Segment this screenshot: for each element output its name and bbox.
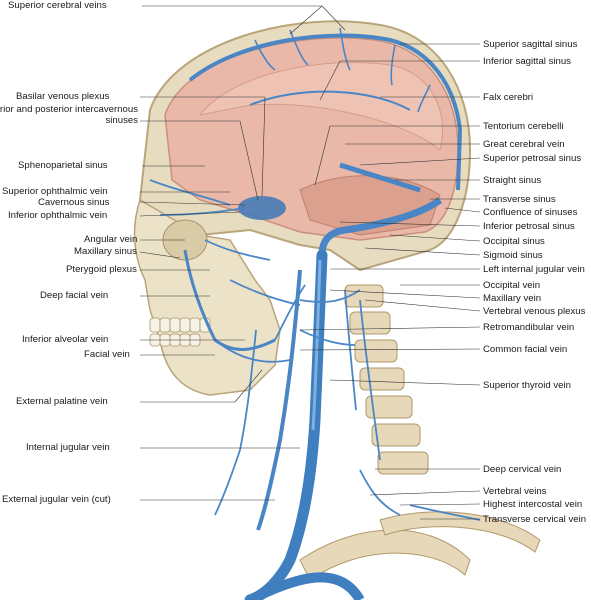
internal-jugular-highlight	[311, 259, 322, 431]
inferior-sagittal-sinus	[249, 90, 411, 111]
label-maxillary-vein: Maxillary vein	[483, 293, 542, 304]
label-superior-sagittal-sinus: Superior sagittal sinus	[483, 39, 578, 50]
cavernous-sinus-plexus	[238, 196, 286, 220]
upper-rib	[379, 511, 541, 553]
label-left-internal-jugular-vein: Left internal jugular vein	[483, 264, 585, 275]
label-vertebral-veins: Vertebral veins	[483, 486, 547, 497]
label-intercavernous-sinuses: Anterior and posterior intercavernous si…	[0, 104, 138, 126]
label-pterygoid-plexus: Pterygoid plexus	[66, 264, 137, 275]
clavicle-rib	[299, 529, 471, 581]
label-external-palatine-vein: External palatine vein	[16, 396, 108, 407]
transverse-sinus	[318, 197, 443, 256]
leader-lines	[139, 5, 481, 520]
label-sphenoparietal-sinus: Sphenoparietal sinus	[18, 160, 108, 171]
label-external-jugular-vein-cut: External jugular vein (cut)	[2, 494, 111, 505]
label-angular-vein: Angular vein	[84, 234, 138, 245]
label-confluence-of-sinuses: Confluence of sinuses	[483, 207, 578, 218]
external-jugular-vein	[256, 269, 302, 531]
label-superior-thyroid-vein: Superior thyroid vein	[483, 380, 571, 391]
label-cavernous-sinus: Cavernous sinus	[38, 197, 110, 208]
label-superior-cerebral-veins: Superior cerebral veins	[8, 0, 107, 11]
label-retromandibular-vein: Retromandibular vein	[483, 322, 575, 333]
label-inferior-ophthalmic-vein: Inferior ophthalmic vein	[8, 210, 108, 221]
label-transverse-sinus: Transverse sinus	[483, 194, 556, 205]
label-superior-ophthalmic-vein: Superior ophthalmic vein	[2, 186, 108, 197]
label-occipital-vein: Occipital vein	[483, 280, 541, 291]
label-maxillary-sinus: Maxillary sinus	[74, 246, 137, 257]
label-sigmoid-sinus: Sigmoid sinus	[483, 250, 543, 261]
label-transverse-cervical-vein: Transverse cervical vein	[483, 514, 587, 525]
label-inferior-alveolar-vein: Inferior alveolar vein	[22, 334, 109, 345]
cervical-spine	[344, 284, 429, 475]
superior-cerebral-veins	[254, 27, 431, 113]
label-deep-facial-vein: Deep facial vein	[40, 290, 109, 301]
subclavian-vein	[247, 572, 365, 600]
vein-branches	[149, 179, 481, 521]
label-vertebral-venous-plexus: Vertebral venous plexus	[483, 306, 586, 317]
label-straight-sinus: Straight sinus	[483, 175, 542, 186]
label-deep-cervical-vein: Deep cervical vein	[483, 464, 562, 475]
label-inferior-petrosal-sinus: Inferior petrosal sinus	[483, 221, 575, 232]
label-superior-petrosal-sinus: Superior petrosal sinus	[483, 153, 582, 164]
label-great-cerebral-vein: Great cerebral vein	[483, 139, 565, 150]
falx-cerebri	[198, 62, 444, 151]
label-tentorium-cerebelli: Tentorium cerebelli	[483, 121, 564, 132]
superior-sagittal-sinus	[188, 33, 463, 191]
label-occipital-sinus: Occipital sinus	[483, 236, 545, 247]
label-internal-jugular-vein: Internal jugular vein	[26, 442, 110, 453]
straight-sinus	[339, 162, 421, 193]
label-inferior-sagittal-sinus: Inferior sagittal sinus	[483, 56, 571, 67]
label-falx-cerebri: Falx cerebri	[483, 92, 534, 103]
label-highest-intercostal-vein: Highest intercostal vein	[483, 499, 583, 510]
label-basilar-venous-plexus: Basilar venous plexus	[16, 91, 110, 102]
label-common-facial-vein: Common facial vein	[483, 344, 568, 355]
label-facial-vein: Facial vein	[84, 349, 130, 360]
